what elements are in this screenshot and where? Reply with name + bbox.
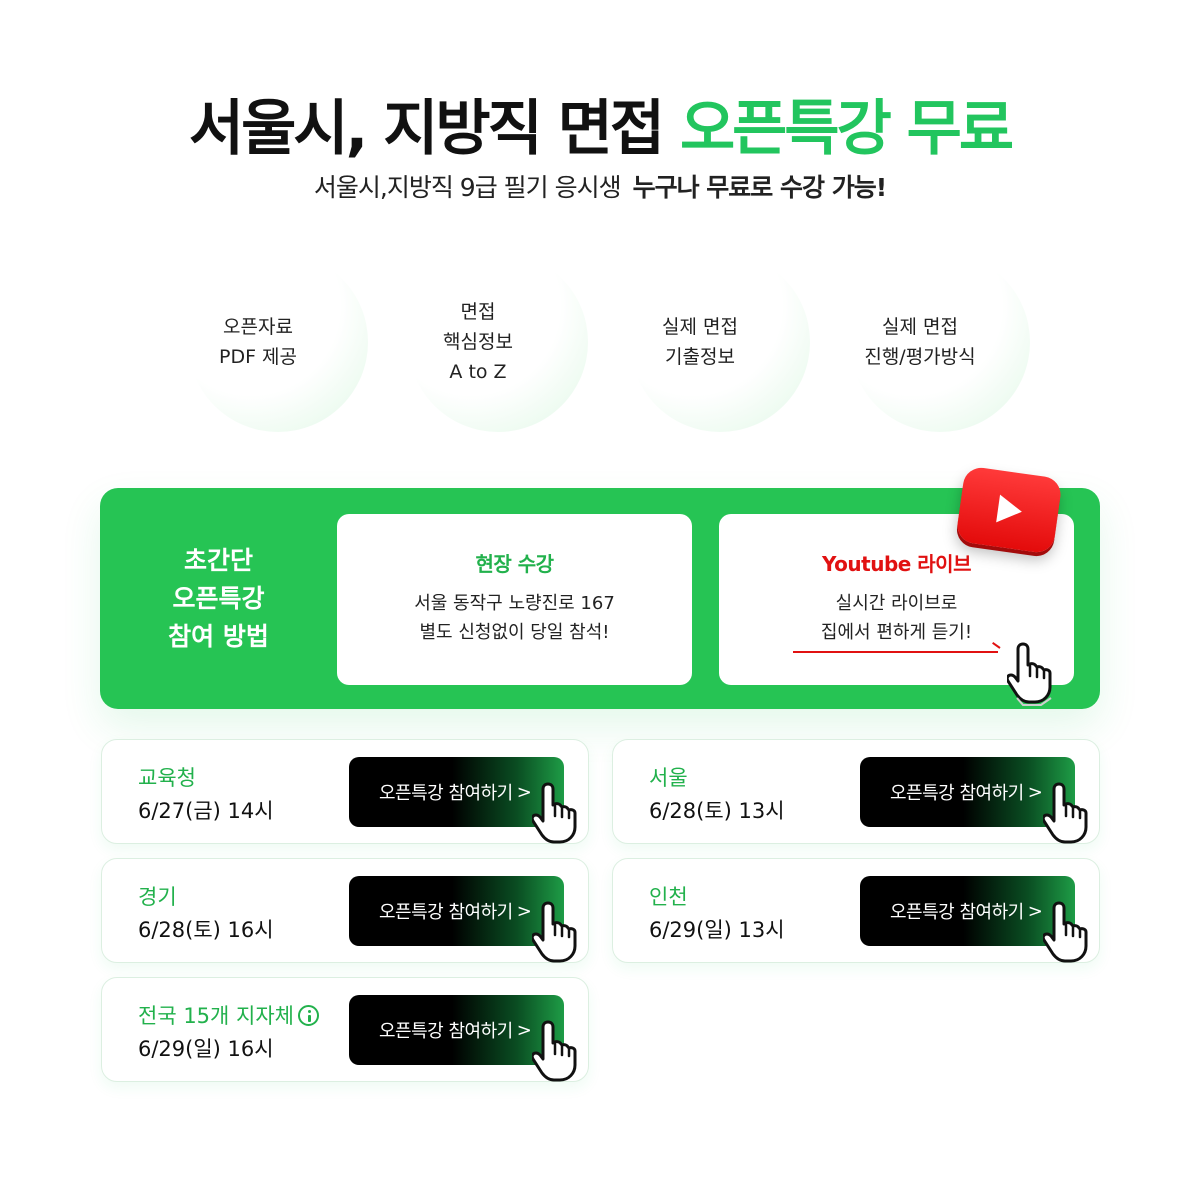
join-open-lecture-button[interactable]: 오픈특강 참여하기>: [349, 757, 564, 827]
session-card-education-office: 교육청 6/27(금) 14시 오픈특강 참여하기>: [101, 739, 589, 844]
info-icon[interactable]: [298, 1004, 319, 1026]
onsite-desc: 서울 동작구 노량진로 167 별도 신청없이 당일 참석!: [337, 589, 692, 647]
page-subtitle: 서울시,지방직 9급 필기 응시생 누구나 무료로 수강 가능!: [0, 168, 1200, 204]
page-title: 서울시, 지방직 면접 오픈특강 무료: [0, 80, 1200, 167]
participation-panel: 초간단 오픈특강 참여 방법 현장 수강 서울 동작구 노량진로 167 별도 …: [100, 488, 1100, 709]
chevron-right-icon: >: [516, 1019, 532, 1041]
pointer-hand-icon: [1043, 899, 1099, 965]
participation-title-line: 오픈특강: [172, 583, 265, 613]
session-region: 경기: [138, 885, 177, 909]
session-card-incheon: 인천 6/29(일) 13시 오픈특강 참여하기>: [612, 858, 1100, 963]
join-button-label: 오픈특강 참여하기: [379, 1021, 513, 1042]
chevron-right-icon: >: [1027, 781, 1043, 803]
pointer-hand-icon: [532, 1018, 588, 1084]
feature-halo: [850, 252, 1030, 432]
join-button-label: 오픈특강 참여하기: [890, 783, 1024, 804]
session-region: 전국 15개 지자체: [138, 1004, 294, 1028]
youtube-line: 집에서 편하게 듣기!: [820, 622, 973, 643]
feature-open-pdf: 오픈자료 PDF 제공: [188, 252, 368, 432]
feature-label: 면접 핵심정보 A to Z: [388, 252, 568, 432]
pointer-hand-icon: [532, 899, 588, 965]
feature-line: A to Z: [449, 361, 507, 383]
chevron-right-icon: >: [1027, 900, 1043, 922]
join-open-lecture-button[interactable]: 오픈특강 참여하기>: [349, 876, 564, 946]
onsite-line: 별도 신청없이 당일 참석!: [419, 622, 610, 643]
join-button-label: 오픈특강 참여하기: [379, 902, 513, 923]
join-button-label: 오픈특강 참여하기: [379, 783, 513, 804]
join-open-lecture-button[interactable]: 오픈특강 참여하기>: [860, 757, 1075, 827]
title-accent: 오픈특강 무료: [679, 94, 1014, 164]
session-card-nationwide: 전국 15개 지자체 6/29(일) 16시 오픈특강 참여하기>: [101, 977, 589, 1082]
participation-title: 초간단 오픈특강 참여 방법: [100, 488, 337, 709]
join-open-lecture-button[interactable]: 오픈특강 참여하기>: [860, 876, 1075, 946]
feature-line: 핵심정보: [443, 331, 513, 353]
participation-title-line: 참여 방법: [168, 621, 269, 651]
feature-label: 오픈자료 PDF 제공: [168, 252, 348, 432]
feature-line: PDF 제공: [218, 346, 298, 368]
youtube-underline-arrow: [793, 651, 998, 653]
feature-line: 면접: [460, 301, 496, 323]
feature-halo: [408, 252, 588, 432]
join-button-label: 오픈특강 참여하기: [890, 902, 1024, 923]
feature-label: 실제 면접 진행/평가방식: [830, 252, 1010, 432]
chevron-right-icon: >: [516, 781, 532, 803]
session-card-seoul: 서울 6/28(토) 13시 오픈특강 참여하기>: [612, 739, 1100, 844]
feature-line: 실제 면접: [662, 316, 738, 338]
title-main: 서울시, 지방직 면접: [188, 94, 680, 164]
pointer-hand-icon: [1043, 780, 1099, 846]
feature-line: 실제 면접: [882, 316, 958, 338]
feature-halo: [630, 252, 810, 432]
youtube-logo-icon: [955, 465, 1063, 555]
chevron-right-icon: >: [516, 900, 532, 922]
feature-halo: [188, 252, 368, 432]
feature-evaluation: 실제 면접 진행/평가방식: [850, 252, 1030, 432]
youtube-live-card[interactable]: Youtube 라이브 실시간 라이브로 집에서 편하게 듣기!: [719, 514, 1074, 706]
youtube-title: Youtube 라이브: [822, 552, 971, 576]
youtube-line: 실시간 라이브로: [835, 593, 958, 614]
feature-past-questions: 실제 면접 기출정보: [630, 252, 810, 432]
onsite-line: 서울 동작구 노량진로 167: [414, 593, 615, 614]
feature-core-info: 면접 핵심정보 A to Z: [408, 252, 588, 432]
feature-line: 오픈자료: [223, 316, 293, 338]
session-datetime: 6/29(일) 16시: [138, 1037, 274, 1061]
session-region: 서울: [649, 766, 688, 790]
onsite-card: 현장 수강 서울 동작구 노량진로 167 별도 신청없이 당일 참석!: [337, 514, 692, 685]
session-datetime: 6/28(토) 16시: [138, 918, 274, 942]
feature-line: 기출정보: [665, 346, 735, 368]
session-datetime: 6/29(일) 13시: [649, 918, 785, 942]
onsite-title: 현장 수강: [475, 552, 554, 576]
subtitle-strong: 누구나 무료로 수강 가능!: [632, 173, 888, 202]
youtube-desc: 실시간 라이브로 집에서 편하게 듣기!: [719, 589, 1074, 647]
session-datetime: 6/28(토) 13시: [649, 799, 785, 823]
pointer-hand-icon: [532, 780, 588, 846]
pointer-hand-icon: [1007, 640, 1063, 706]
play-triangle: [996, 494, 1024, 526]
join-open-lecture-button[interactable]: 오픈특강 참여하기>: [349, 995, 564, 1065]
session-region: 교육청: [138, 766, 196, 790]
subtitle-text: 서울시,지방직 9급 필기 응시생: [313, 173, 622, 202]
session-card-gyeonggi: 경기 6/28(토) 16시 오픈특강 참여하기>: [101, 858, 589, 963]
session-region: 인천: [649, 885, 688, 909]
participation-title-line: 초간단: [183, 545, 253, 575]
session-region-wrap: 전국 15개 지자체: [138, 1000, 319, 1030]
session-datetime: 6/27(금) 14시: [138, 799, 274, 823]
feature-line: 진행/평가방식: [864, 346, 976, 368]
feature-label: 실제 면접 기출정보: [610, 252, 790, 432]
